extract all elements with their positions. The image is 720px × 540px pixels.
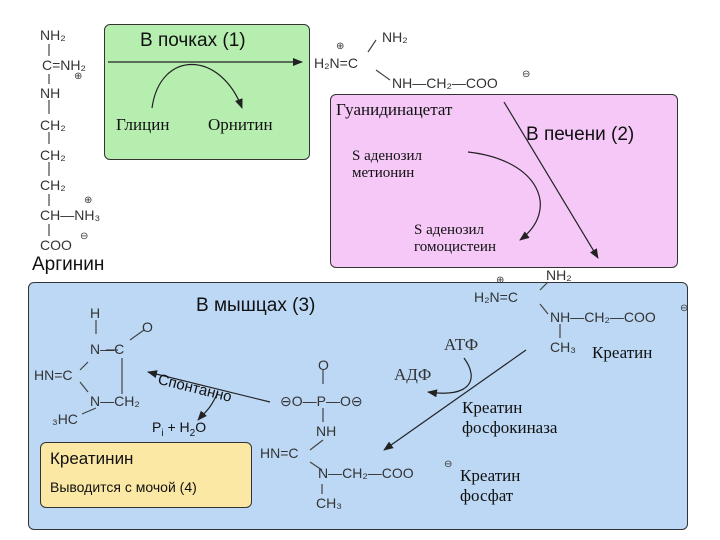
arg-c-eq-nh2: C=NH₂ — [42, 57, 86, 73]
pi-label: Pi + H2O — [152, 419, 207, 439]
crn-hn-c: HN=C — [34, 367, 73, 383]
crn-n-ch2: N—CH₂ — [90, 393, 140, 409]
enzyme-label: Креатин фосфокиназа — [462, 398, 558, 438]
sam-label: S аденозил метионин — [352, 148, 423, 181]
sah-label: S аденозил гомоцистеин — [414, 222, 496, 255]
kidney-box — [104, 24, 310, 160]
ga-minus: ⊖ — [522, 69, 531, 80]
ga-plus: ⊕ — [336, 41, 345, 52]
arg-ch2-2: CH₂ — [40, 147, 66, 163]
arg-minus: ⊖ — [80, 231, 89, 242]
cr-ch3: CH₃ — [550, 339, 576, 355]
cp-o-p-o: ⊖O—P—O⊖ — [280, 393, 363, 409]
glycine-label: Глицин — [116, 115, 170, 134]
muscle-arrow — [383, 349, 527, 451]
cr-minus: ⊖ — [680, 303, 689, 314]
crn-o: O — [142, 319, 153, 335]
liver-title: В печени (2) — [526, 124, 635, 145]
crn-h: H — [90, 305, 101, 321]
glycine-ornithine-arrow — [151, 63, 243, 109]
arg-nh: NH — [40, 85, 61, 101]
cr-h2n-c: H₂N=C — [474, 289, 518, 305]
ga-h2n-c: H₂N=C — [314, 55, 358, 71]
ga-nh-ch2-coo: NH—CH₂—COO — [392, 75, 498, 91]
ga-nh2: NH₂ — [382, 29, 408, 45]
creatine-phosphate-label: Креатин фосфат — [460, 466, 521, 506]
cp-ch3: CH₃ — [316, 495, 342, 511]
cp-hn-c: HN=C — [260, 445, 299, 461]
muscle-title: В мышцах (3) — [196, 295, 316, 316]
sam-arrow — [467, 151, 541, 241]
liver-box — [330, 94, 678, 268]
adp-label: АДФ — [394, 365, 432, 384]
crn-n-c: N—C — [90, 341, 125, 357]
liver-arrow — [503, 101, 599, 259]
creatinine-box — [40, 442, 252, 508]
arg-plus1: ⊕ — [74, 71, 83, 82]
cp-minus: ⊖ — [444, 459, 453, 470]
arg-ch2-3: CH₂ — [40, 177, 66, 193]
arginine-label: Аргинин — [32, 254, 105, 275]
creatinine-name: Креатинин — [50, 449, 134, 468]
ornithine-label: Орнитин — [208, 115, 273, 134]
arg-coo: COO — [40, 237, 72, 253]
cr-plus: ⊕ — [496, 275, 505, 286]
cp-n-ch2-coo: N—CH₂—COO — [318, 465, 414, 481]
atp-label: АТФ — [444, 335, 479, 354]
cr-n-ch2-coo: NH—CH₂—COO — [550, 309, 656, 325]
water-arrow — [197, 391, 219, 421]
guanidinoacetate-label: Гуанидинацетат — [336, 100, 453, 119]
cp-o-top: O — [318, 357, 329, 373]
atp-arrow — [427, 357, 472, 398]
creatine-label: Креатин — [592, 343, 653, 362]
arg-ch2-1: CH₂ — [40, 117, 66, 133]
cp-nh: NH — [316, 423, 337, 439]
arg-plus2: ⊕ — [84, 195, 93, 206]
crn-h3c: ₃HC — [52, 411, 78, 427]
cr-nh2: NH₂ — [546, 267, 572, 283]
spontaneous-arrow — [147, 370, 271, 403]
kidney-title: В почках (1) — [140, 30, 246, 51]
arg-nh2-top: NH₂ — [40, 27, 66, 43]
creatinine-note: Выводится с мочой (4) — [50, 479, 197, 495]
arg-ch-nh3: CH—NH₃ — [40, 207, 101, 223]
